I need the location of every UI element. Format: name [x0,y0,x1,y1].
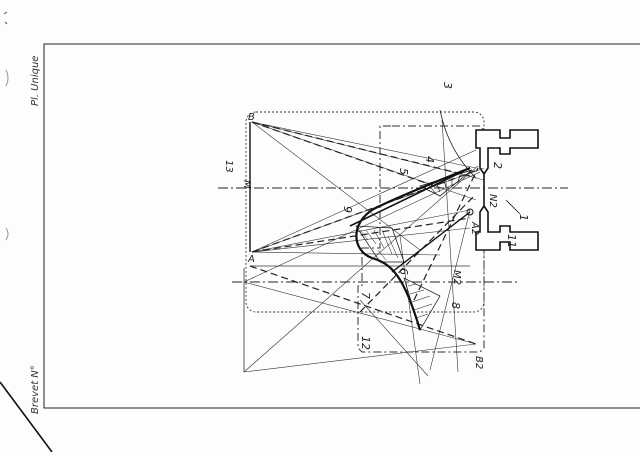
label-13: 13 [223,160,234,173]
label-4: 4 [423,156,436,163]
label-b2: B2 [473,356,484,369]
label-3: 3 [441,82,454,89]
dashed-rays-from-b [251,121,471,189]
label-m2: M2 [451,270,462,285]
label-7: 7 [359,292,372,299]
label-8: 8 [449,302,462,309]
stray-mark [3,11,8,25]
ray-3-extension [441,119,459,373]
label-m: M [241,180,252,189]
label-6: 6 [397,268,410,275]
patent-number-label: Brevet N° [30,365,41,414]
dashed-rays-from-a [251,169,479,253]
hatched-zone-lower [403,277,441,331]
hatch-lines-lower [407,283,433,319]
hatched-zone-upper [418,169,473,197]
lower-ray-fan [243,165,481,385]
lens-housing [475,129,539,251]
stray-corner-line [0,381,53,453]
ray-3 [439,109,477,179]
label-11: 11 [505,234,518,248]
label-12: 12 [359,336,372,350]
label-n2: N2 [487,194,498,208]
reflector-segment-6 [349,167,471,227]
label-a: A [247,254,255,265]
sheet-frame [43,43,640,409]
stray-mark [5,227,9,241]
stray-mark [5,69,9,87]
label-1: 1 [517,214,530,221]
element-11-circle [466,208,474,216]
label-5: 5 [397,168,410,175]
label-b: B [248,112,255,123]
dashed-lower-rays [249,167,479,345]
label-a2: A2 [469,221,480,235]
dotted-enclosure [245,111,485,313]
reflector-segment-7 [391,211,471,273]
hatch-lines-middle [359,229,399,261]
plate-label: Pl. Unique [30,55,41,106]
label-2: 2 [491,162,504,169]
reflector-curve [355,166,471,331]
leader-1 [505,199,521,215]
label-9: 9 [341,206,354,213]
dash-dot-enclosure [357,125,485,353]
